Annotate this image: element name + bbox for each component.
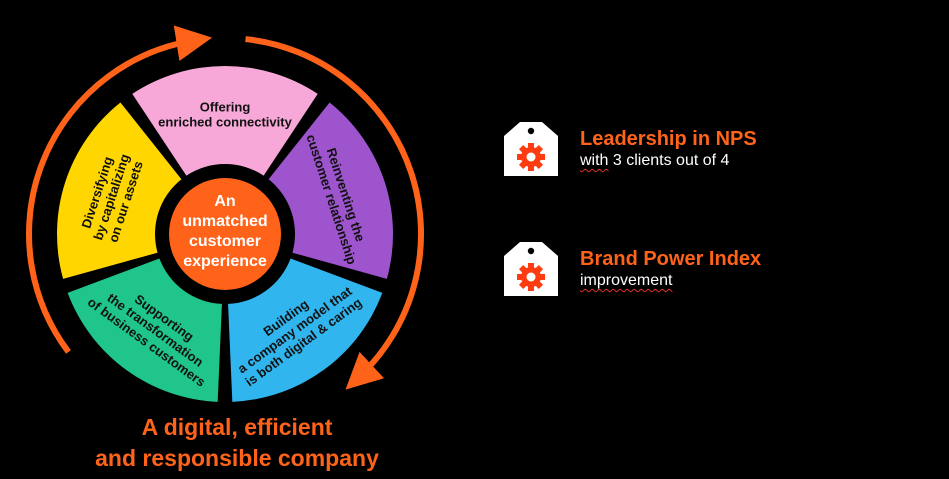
center-line: customer <box>189 233 261 250</box>
kpi-subtitle: improvement <box>580 271 761 291</box>
kpi-title: Leadership in NPS <box>580 128 757 150</box>
right-cycle-arrow <box>245 36 424 390</box>
segment-purple <box>268 102 393 279</box>
segment-label-line: Offering <box>200 100 251 115</box>
kpi-subtitle-rest: 3 clients out of 4 <box>608 152 730 169</box>
bottom-caption-line-1: A digital, efficient <box>142 414 333 440</box>
kpi-subtitle: with 3 clients out of 4 <box>580 151 757 171</box>
center-label: An unmatched customer experience <box>182 193 267 270</box>
left-cycle-arrow <box>26 25 213 354</box>
kpi-title: Brand Power Index <box>580 248 762 270</box>
segment-green <box>67 258 222 402</box>
segments-ring <box>57 65 393 402</box>
gear-tag-icon <box>504 122 558 176</box>
center-circle <box>169 178 281 290</box>
kpi-nps: Leadership in NPS with 3 clients out of … <box>500 118 757 180</box>
gear-tag-icon <box>504 242 558 296</box>
segment-pink <box>132 65 318 176</box>
cycle-arrows <box>26 25 424 390</box>
kpi-subtitle-prefix: with <box>580 152 609 169</box>
kpi-brand-power: Brand Power Index improvement <box>500 238 761 300</box>
center-line: experience <box>183 253 267 270</box>
center-line: unmatched <box>182 213 267 230</box>
center-line: An <box>214 193 235 210</box>
segment-yellow <box>57 102 182 279</box>
segment-label-line: enriched connectivity <box>158 115 292 130</box>
kpi-subtitle-prefix: improvement <box>580 272 673 289</box>
bottom-caption-line-2: and responsible company <box>95 445 379 471</box>
segment-blue <box>228 258 383 402</box>
